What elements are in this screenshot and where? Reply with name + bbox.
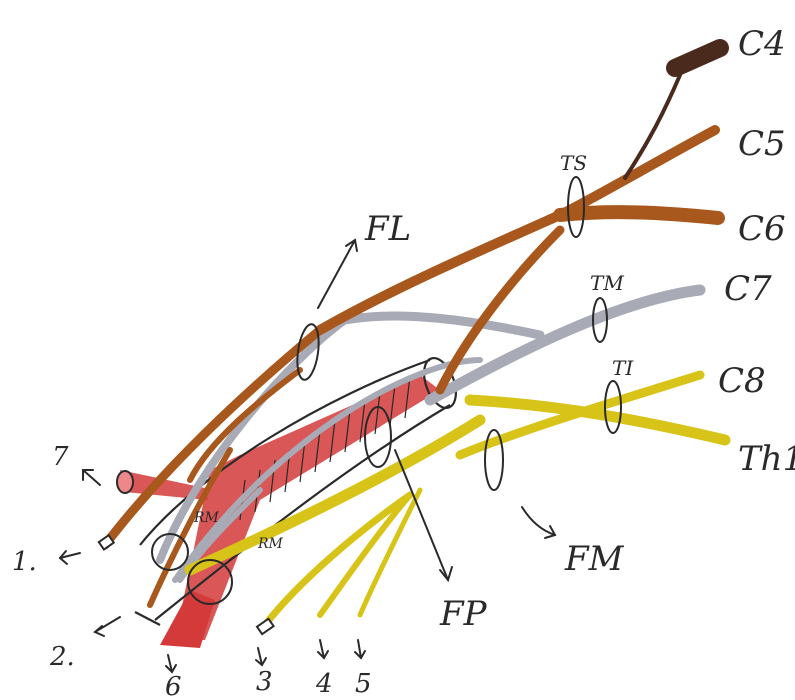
label-c4: C4 bbox=[738, 24, 786, 64]
label-ts: TS bbox=[560, 151, 587, 175]
label-c8: C8 bbox=[718, 361, 766, 401]
label-fl: FL bbox=[364, 209, 411, 249]
label-3: 3 bbox=[256, 667, 273, 697]
label-rm-2: RM bbox=[257, 536, 284, 552]
label-2: 2. bbox=[49, 642, 75, 672]
label-1: 1. bbox=[12, 547, 37, 577]
label-ti: TI bbox=[612, 356, 634, 380]
label-7: 7 bbox=[52, 442, 69, 472]
label-c6: C6 bbox=[738, 209, 786, 249]
label-c7: C7 bbox=[724, 269, 772, 309]
label-6: 6 bbox=[165, 672, 182, 700]
label-4: 4 bbox=[315, 669, 333, 699]
label-fp: FP bbox=[439, 594, 488, 634]
label-th1: Th1 bbox=[738, 439, 795, 479]
label-tm: TM bbox=[590, 271, 624, 295]
label-fm: FM bbox=[564, 539, 625, 579]
label-rm-1: RM bbox=[193, 510, 220, 526]
label-c5: C5 bbox=[738, 124, 786, 164]
label-5: 5 bbox=[355, 669, 372, 699]
